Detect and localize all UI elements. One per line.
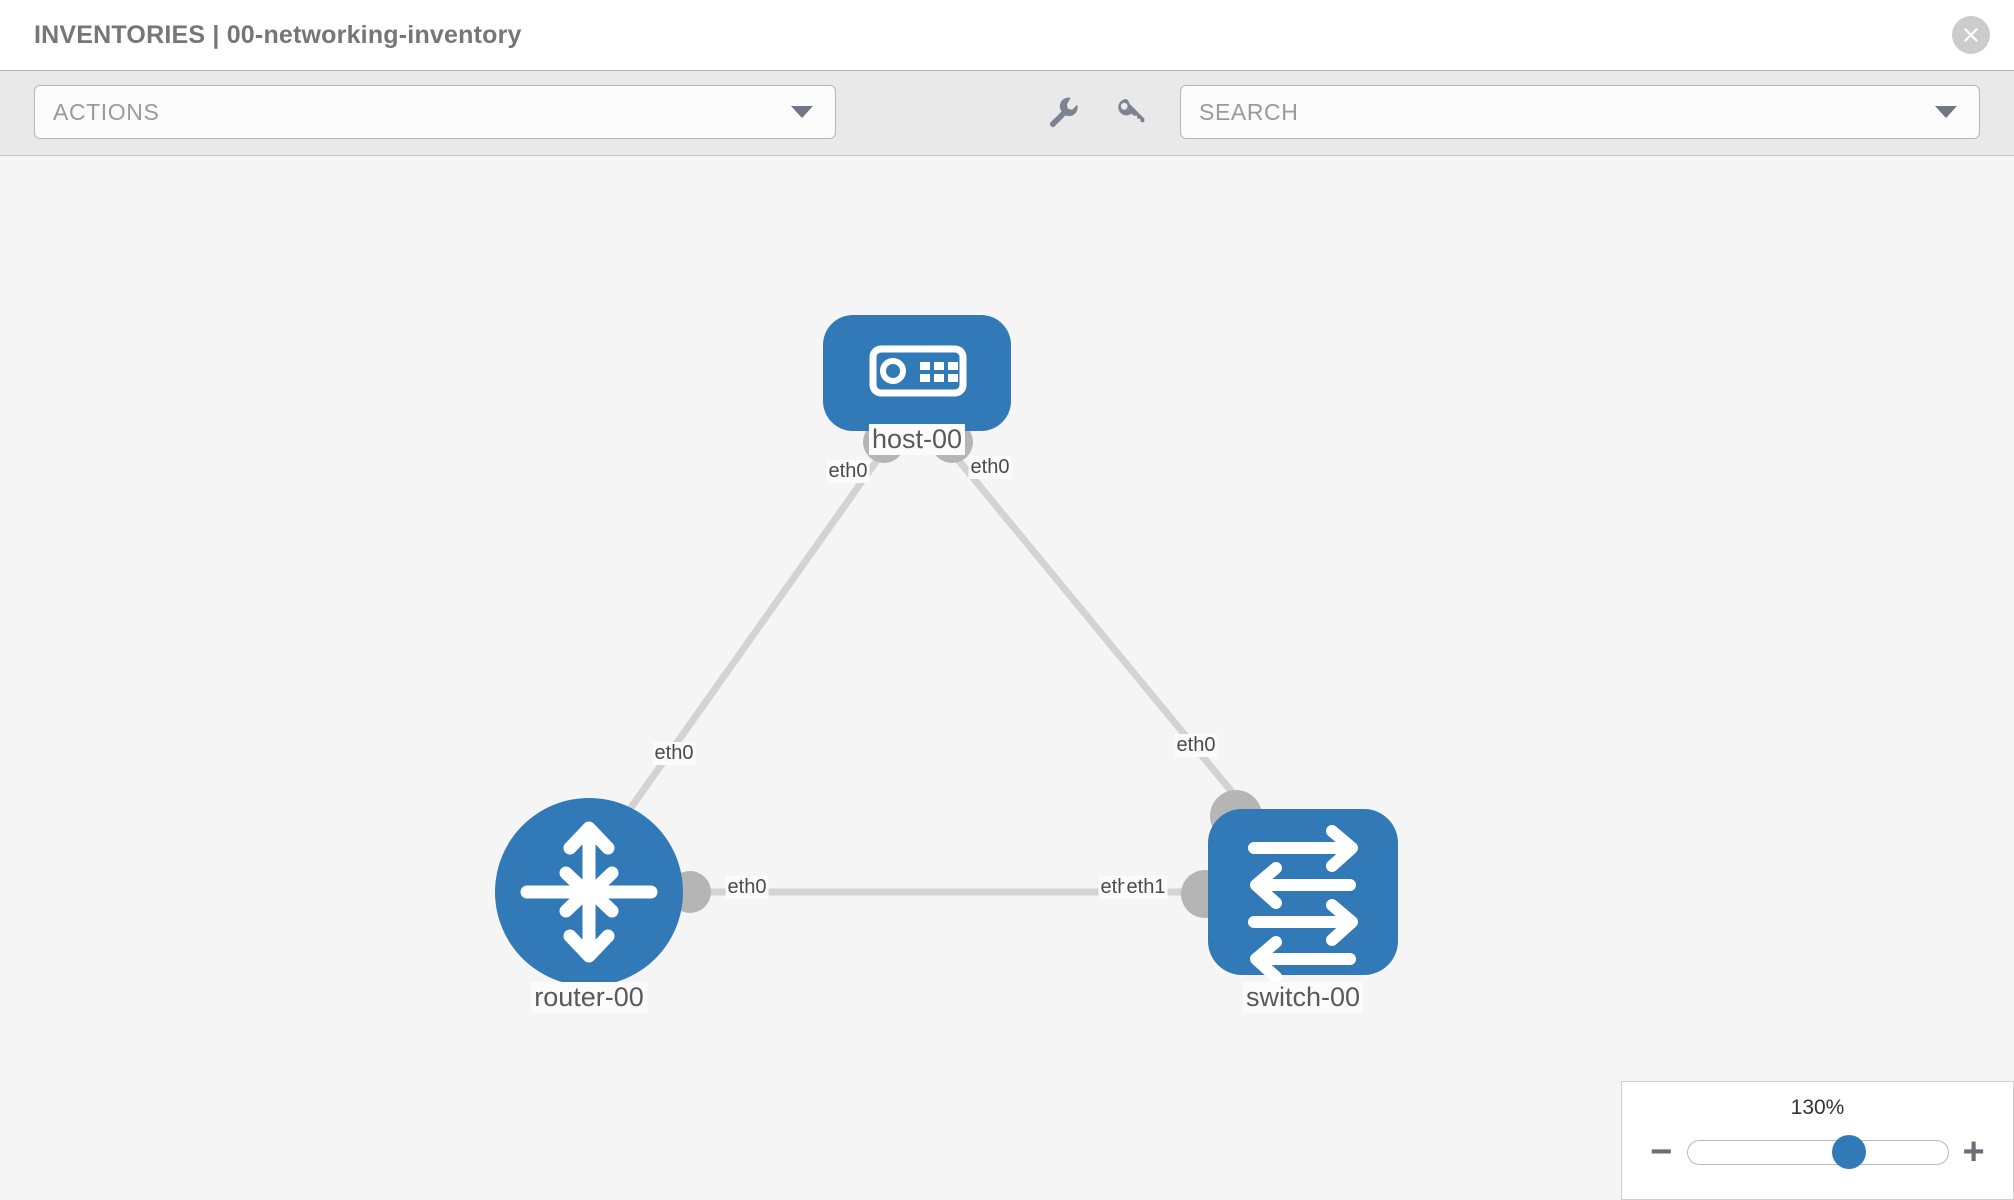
zoom-control-panel: 130% − + bbox=[1621, 1081, 2014, 1200]
node-label-switch-00: switch-00 bbox=[1242, 982, 1364, 1013]
server-icon bbox=[869, 345, 967, 397]
edge-host-switch bbox=[952, 453, 1258, 823]
page-header: INVENTORIES | 00-networking-inventory bbox=[0, 0, 2014, 70]
node-label-host-00: host-00 bbox=[868, 424, 966, 455]
chevron-down-icon[interactable] bbox=[1935, 106, 1957, 118]
zoom-slider-handle[interactable] bbox=[1831, 1135, 1866, 1169]
zoom-level-value: 130% bbox=[1790, 1096, 1845, 1119]
edge-label-switch-eth1: eth1 bbox=[1124, 876, 1168, 899]
topology-edges bbox=[622, 453, 1258, 896]
node-label-router-00: router-00 bbox=[531, 982, 647, 1013]
edge-label-switch-eth0-uplink: eth0 bbox=[1174, 734, 1218, 757]
zoom-slider-row: − + bbox=[1622, 1131, 2013, 1173]
toolbar: ACTIONS SEARCH bbox=[0, 70, 2014, 156]
zoom-slider[interactable] bbox=[1686, 1135, 1949, 1169]
actions-dropdown-label: ACTIONS bbox=[53, 98, 160, 125]
zoom-in-button[interactable]: + bbox=[1962, 1131, 1985, 1173]
chevron-down-icon bbox=[791, 106, 813, 118]
topology-graph bbox=[495, 315, 1398, 986]
topology-connectors bbox=[669, 421, 1262, 918]
edge-label-router-eth0-uplink: eth0 bbox=[652, 742, 696, 765]
router-arrows-icon bbox=[520, 821, 658, 963]
node-switch-00 bbox=[1208, 809, 1398, 983]
search-input[interactable]: SEARCH bbox=[1180, 85, 1980, 139]
key-icon[interactable] bbox=[1113, 93, 1149, 134]
page-title: INVENTORIES | 00-networking-inventory bbox=[34, 20, 522, 49]
edge-label-router-eth0: eth0 bbox=[725, 876, 769, 899]
close-icon[interactable] bbox=[1952, 16, 1990, 54]
node-router-00 bbox=[495, 798, 683, 986]
actions-dropdown[interactable]: ACTIONS bbox=[34, 85, 836, 139]
switch-arrows-icon bbox=[1248, 825, 1358, 983]
edge-label-host-eth0-left: eth0 bbox=[826, 460, 870, 483]
edge-label-host-eth0-right: eth0 bbox=[968, 456, 1012, 479]
wrench-icon[interactable] bbox=[1044, 93, 1080, 134]
node-host-00 bbox=[823, 315, 1011, 431]
search-placeholder: SEARCH bbox=[1199, 98, 1299, 125]
topology-canvas[interactable]: host-00 router-00 switch-00 eth0 eth0 et… bbox=[0, 156, 2014, 1200]
zoom-out-button[interactable]: − bbox=[1650, 1131, 1673, 1173]
